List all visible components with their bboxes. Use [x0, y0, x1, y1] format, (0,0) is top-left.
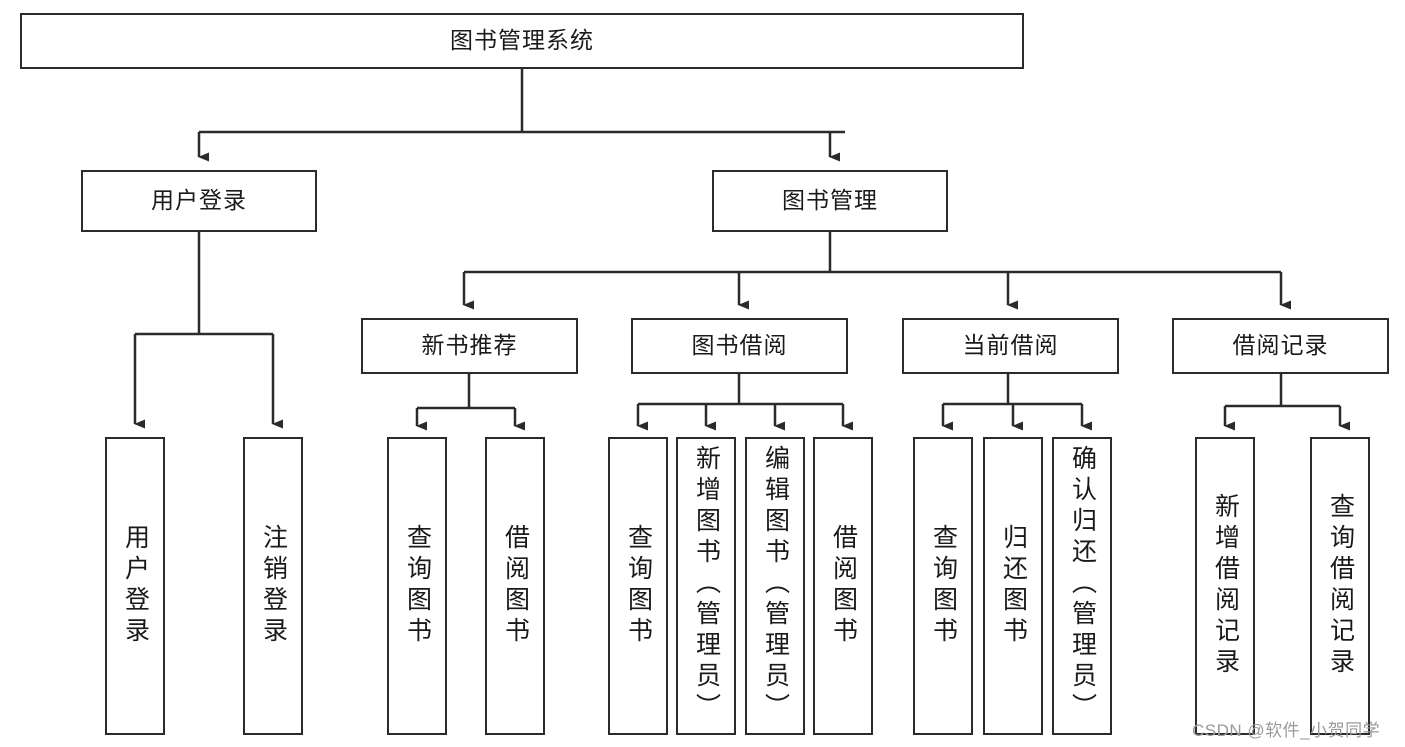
node-book-manage-label: 图书管理 — [782, 187, 878, 214]
node-leaf-query-book-bor[interactable]: 查询图书 — [608, 437, 668, 735]
node-leaf-logout-label: 注销登录 — [259, 524, 288, 648]
node-leaf-confirm-return-label: 确认归还（管理员） — [1068, 445, 1097, 724]
node-leaf-return-book[interactable]: 归还图书 — [983, 437, 1043, 735]
node-leaf-add-book-label: 新增图书（管理员） — [692, 445, 721, 724]
node-leaf-query-book-cur-label: 查询图书 — [929, 524, 958, 648]
node-leaf-query-book-cur[interactable]: 查询图书 — [913, 437, 973, 735]
node-leaf-query-book-bor-label: 查询图书 — [624, 524, 653, 648]
node-leaf-edit-book[interactable]: 编辑图书（管理员） — [745, 437, 805, 735]
node-book-borrow[interactable]: 图书借阅 — [631, 318, 848, 374]
node-leaf-borrow-book-rec-label: 借阅图书 — [501, 524, 530, 648]
node-leaf-confirm-return[interactable]: 确认归还（管理员） — [1052, 437, 1112, 735]
node-leaf-edit-book-label: 编辑图书（管理员） — [761, 445, 790, 724]
node-root[interactable]: 图书管理系统 — [20, 13, 1024, 69]
node-book-borrow-label: 图书借阅 — [691, 332, 788, 359]
node-leaf-query-book-rec[interactable]: 查询图书 — [387, 437, 447, 735]
node-leaf-query-record-label: 查询借阅记录 — [1326, 493, 1355, 679]
node-current-borrow[interactable]: 当前借阅 — [902, 318, 1119, 374]
node-user-login-label: 用户登录 — [151, 187, 247, 214]
node-leaf-borrow-book-bor-label: 借阅图书 — [829, 524, 858, 648]
node-book-manage[interactable]: 图书管理 — [712, 170, 948, 232]
node-leaf-query-book-rec-label: 查询图书 — [403, 524, 432, 648]
node-new-book-rec[interactable]: 新书推荐 — [361, 318, 578, 374]
csdn-watermark: CSDN @软件_小贺同学 — [1192, 721, 1381, 740]
node-new-book-rec-label: 新书推荐 — [421, 332, 518, 359]
node-current-borrow-label: 当前借阅 — [962, 332, 1059, 359]
node-borrow-record[interactable]: 借阅记录 — [1172, 318, 1389, 374]
node-leaf-logout[interactable]: 注销登录 — [243, 437, 303, 735]
node-leaf-return-book-label: 归还图书 — [999, 524, 1028, 648]
node-leaf-borrow-book-bor[interactable]: 借阅图书 — [813, 437, 873, 735]
node-leaf-add-record[interactable]: 新增借阅记录 — [1195, 437, 1255, 735]
node-leaf-user-login[interactable]: 用户登录 — [105, 437, 165, 735]
node-leaf-user-login-label: 用户登录 — [121, 524, 150, 648]
node-borrow-record-label: 借阅记录 — [1232, 332, 1329, 359]
node-root-label: 图书管理系统 — [450, 27, 594, 54]
node-leaf-query-record[interactable]: 查询借阅记录 — [1310, 437, 1370, 735]
node-leaf-add-book[interactable]: 新增图书（管理员） — [676, 437, 736, 735]
node-user-login[interactable]: 用户登录 — [81, 170, 317, 232]
node-leaf-borrow-book-rec[interactable]: 借阅图书 — [485, 437, 545, 735]
node-leaf-add-record-label: 新增借阅记录 — [1211, 493, 1240, 679]
